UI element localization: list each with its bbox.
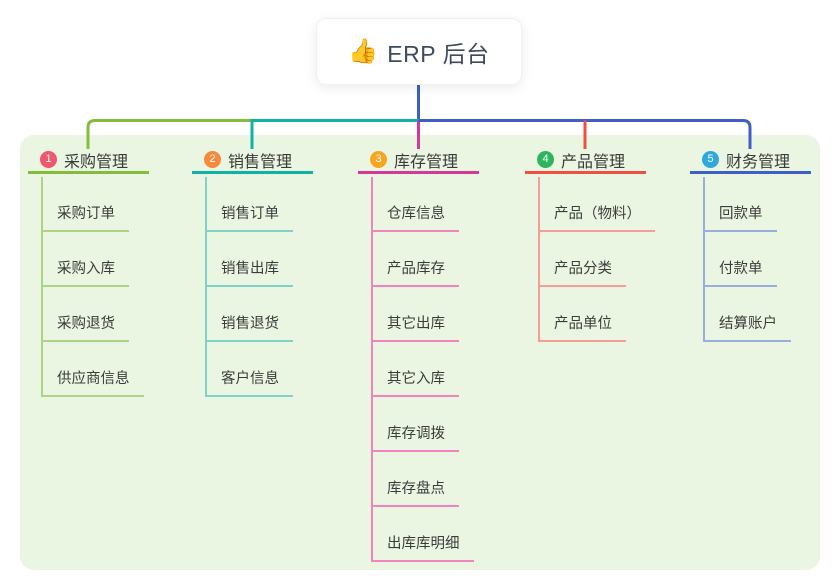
child-node-inventory-management-7[interactable]: 出库库明细 [371, 536, 474, 562]
child-node-finance-management-1[interactable]: 回款单 [703, 206, 777, 232]
thumbs-up-icon: 👍 [348, 37, 379, 65]
child-node-inventory-management-1[interactable]: 仓库信息 [371, 206, 459, 232]
child-node-purchase-management-4[interactable]: 供应商信息 [41, 371, 144, 397]
child-node-inventory-management-5[interactable]: 库存调拨 [371, 426, 459, 452]
child-node-sales-management-1[interactable]: 销售订单 [205, 206, 293, 232]
child-node-purchase-management-1[interactable]: 采购订单 [41, 206, 129, 232]
child-node-finance-management-2[interactable]: 付款单 [703, 261, 777, 287]
branches-panel [20, 135, 820, 570]
child-node-inventory-management-4[interactable]: 其它入库 [371, 371, 459, 397]
child-connector-line [703, 177, 705, 342]
branch-title-label: 产品管理 [561, 153, 626, 171]
branch-number-badge: 4 [537, 151, 554, 168]
child-connector-line [538, 177, 540, 342]
child-node-purchase-management-2[interactable]: 采购入库 [41, 261, 129, 287]
child-node-sales-management-4[interactable]: 客户信息 [205, 371, 293, 397]
child-node-finance-management-3[interactable]: 结算账户 [703, 316, 791, 342]
root-node-label: ERP 后台 [387, 40, 490, 67]
child-node-sales-management-3[interactable]: 销售退货 [205, 316, 293, 342]
branch-title-label: 财务管理 [726, 153, 791, 171]
child-node-inventory-management-2[interactable]: 产品库存 [371, 261, 459, 287]
child-node-sales-management-2[interactable]: 销售出库 [205, 261, 293, 287]
child-node-product-management-1[interactable]: 产品（物料） [538, 206, 655, 232]
branch-title-purchase-management[interactable]: 1 采购管理 [28, 148, 149, 174]
child-node-purchase-management-3[interactable]: 采购退货 [41, 316, 129, 342]
branch-number-badge: 2 [204, 151, 221, 168]
child-node-product-management-3[interactable]: 产品单位 [538, 316, 626, 342]
branch-number-badge: 1 [40, 151, 57, 168]
branch-title-product-management[interactable]: 4 产品管理 [525, 148, 646, 174]
branch-title-label: 库存管理 [394, 153, 459, 171]
child-connector-line [205, 177, 207, 397]
child-node-product-management-2[interactable]: 产品分类 [538, 261, 626, 287]
root-node[interactable]: 👍 ERP 后台 [316, 18, 522, 85]
child-node-inventory-management-6[interactable]: 库存盘点 [371, 481, 459, 507]
branch-number-badge: 3 [370, 151, 387, 168]
branch-number-badge: 5 [702, 151, 719, 168]
branch-title-sales-management[interactable]: 2 销售管理 [192, 148, 313, 174]
child-connector-line [41, 177, 43, 397]
branch-title-label: 销售管理 [228, 153, 293, 171]
child-connector-line [371, 177, 373, 562]
branch-title-label: 采购管理 [64, 153, 129, 171]
branch-title-inventory-management[interactable]: 3 库存管理 [358, 148, 479, 174]
child-node-inventory-management-3[interactable]: 其它出库 [371, 316, 459, 342]
branch-title-finance-management[interactable]: 5 财务管理 [690, 148, 811, 174]
